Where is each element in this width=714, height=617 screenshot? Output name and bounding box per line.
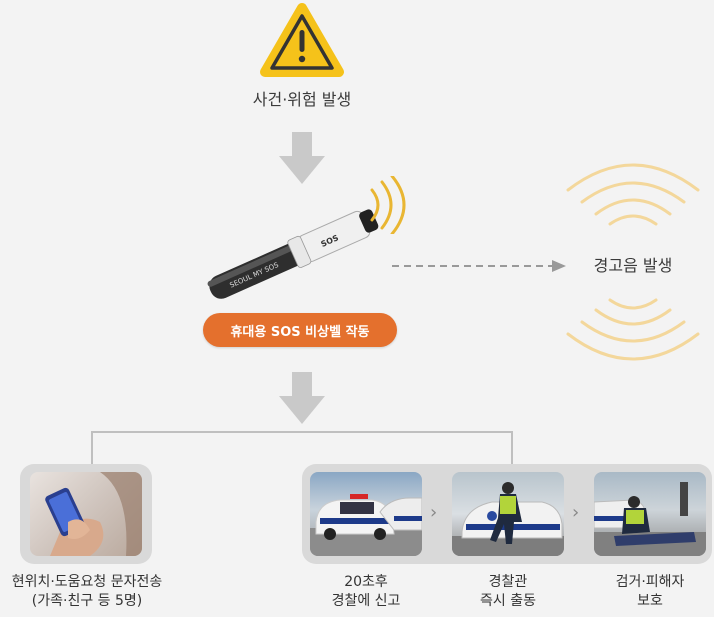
police-report-photo [310,472,422,556]
police-dispatch-photo [452,472,564,556]
dispatch-caption-line2: 즉시 출동 [480,593,536,609]
sms-photo-frame [20,464,152,564]
chevron-right-icon-2: › [572,502,580,523]
report-caption: 20초후 경찰에 신고 [310,573,422,611]
arrow-down-icon [279,132,325,188]
sms-caption-line2: (가족·친구 등 5명) [31,593,143,609]
connector-lines [90,430,520,470]
arrow-down-icon-2 [279,372,325,428]
dashed-arrow-icon [390,258,570,272]
report-caption-line2: 경찰에 신고 [331,593,401,609]
device-activation-badge: 휴대용 SOS 비상벨 작동 [203,313,397,347]
dispatch-caption-line1: 경찰관 [488,574,528,590]
incident-label: 사건·위험 발생 [252,90,352,109]
sound-waves-icon [558,148,708,376]
police-arrest-photo [594,472,706,556]
signal-waves-icon [366,174,414,236]
arrest-caption: 검거·피해자 보호 [594,573,706,611]
warning-icon [259,2,345,78]
dispatch-caption: 경찰관 즉시 출동 [452,573,564,611]
alarm-label: 경고음 발생 [593,256,673,275]
arrest-caption-line1: 검거·피해자 [615,574,685,590]
report-caption-line1: 20초후 [344,574,388,590]
police-photos-frame: › › [302,464,712,564]
sms-photo [30,472,142,556]
sos-device: SEOUL MY SOS SOS [190,175,420,305]
chevron-right-icon: › [430,502,438,523]
arrest-caption-line2: 보호 [637,593,663,609]
sms-caption-line1: 현위치·도움요청 문자전송 [11,574,163,590]
sms-caption: 현위치·도움요청 문자전송 (가족·친구 등 5명) [0,573,174,611]
